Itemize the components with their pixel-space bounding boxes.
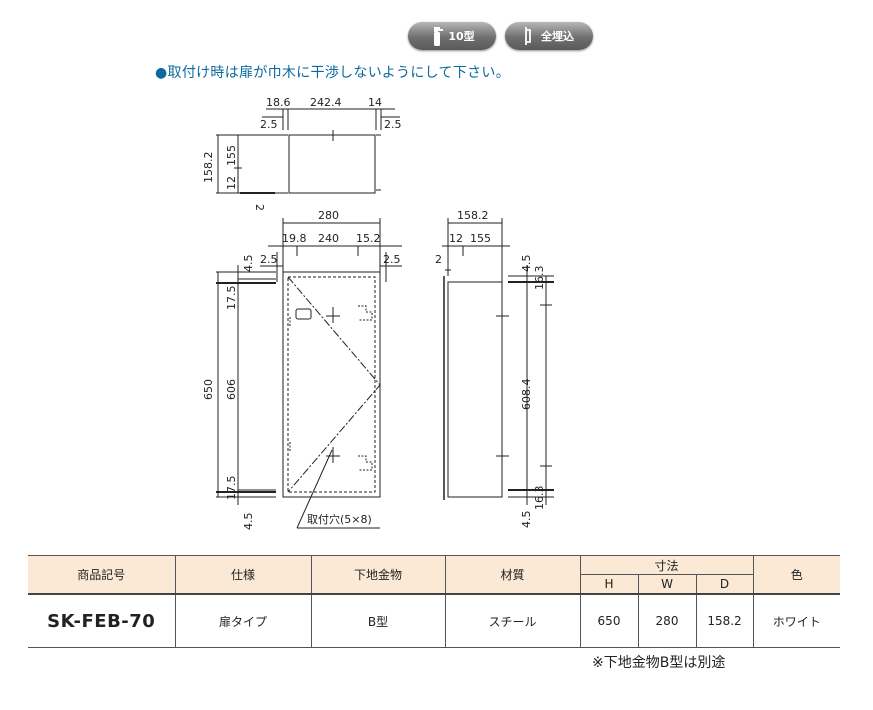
dim-top-depth-frame: 12 — [225, 176, 238, 190]
dim-side-depth-frame: 12 — [449, 232, 463, 245]
dim-top-right: 14 — [368, 96, 382, 109]
dim-front-height-total: 650 — [202, 379, 215, 400]
dim-top-depth-main: 155 — [225, 145, 238, 166]
header-base-hardware: 下地金物 — [310, 555, 446, 594]
cell-spec: 扉タイプ — [174, 593, 312, 648]
cell-product-code: SK-FEB-70 — [28, 593, 176, 648]
recess-box-icon — [525, 27, 531, 45]
dim-top-gap-left: 2.5 — [260, 118, 278, 131]
header-material: 材質 — [444, 555, 581, 594]
header-dimensions: 寸法 — [579, 555, 754, 575]
cell-color: ホワイト — [752, 593, 840, 648]
header-d: D — [695, 574, 754, 594]
badge-label: 10型 — [448, 30, 475, 43]
front-view — [216, 218, 402, 529]
dim-front-height-bottom: 17.5 — [225, 476, 238, 501]
dim-front-edge-top: 4.5 — [242, 255, 255, 273]
installation-note: ●取付け時は扉が巾木に干渉しないようにして下さい。 — [155, 65, 511, 81]
dim-top-gap-right: 2.5 — [384, 118, 402, 131]
dim-front-gap-right: 2.5 — [383, 253, 401, 266]
badge-label: 全埋込 — [541, 30, 574, 43]
badge-size-10: 10型 — [408, 22, 496, 50]
dim-front-height-top: 17.5 — [225, 286, 238, 311]
dim-top-offset: 2 — [253, 204, 266, 211]
table-row: SK-FEB-70 扉タイプ B型 スチール 650 280 158.2 ホワイ… — [28, 593, 840, 648]
cell-w: 280 — [637, 593, 697, 648]
cell-base-hardware: B型 — [310, 593, 446, 648]
dim-top-depth-total: 158.2 — [202, 152, 215, 184]
header-h: H — [579, 574, 639, 594]
dim-side-height-main: 608.4 — [520, 379, 533, 411]
dim-side-edge-top: 4.5 — [520, 255, 533, 273]
cell-material: スチール — [444, 593, 581, 648]
dim-side-frame-bottom: 16.3 — [533, 486, 546, 511]
dim-top-center: 242.4 — [310, 96, 342, 109]
technical-drawing: 18.6 242.4 14 2.5 2.5 158.2 155 12 2 280… — [202, 96, 554, 531]
dim-side-depth-total: 158.2 — [457, 209, 489, 222]
dim-front-width-total: 280 — [318, 209, 339, 222]
badge-full-recess: 全埋込 — [505, 22, 593, 50]
dim-front-height-main: 606 — [225, 379, 238, 400]
dim-side-frame-top: 16.3 — [533, 266, 546, 291]
top-view — [216, 108, 400, 194]
dim-side-depth-main: 155 — [470, 232, 491, 245]
mounting-hole-label: 取付穴(5×8) — [307, 512, 372, 526]
cell-d: 158.2 — [695, 593, 754, 648]
dim-front-width-center: 240 — [318, 232, 339, 245]
header-w: W — [637, 574, 697, 594]
dim-front-width-left: 19.8 — [282, 232, 307, 245]
header-product-code: 商品記号 — [28, 555, 176, 594]
footnote: ※下地金物B型は別途 — [592, 655, 726, 671]
header-color: 色 — [752, 555, 840, 594]
dim-front-gap-left: 2.5 — [260, 253, 278, 266]
header-spec: 仕様 — [174, 555, 312, 594]
side-view — [442, 218, 554, 505]
spec-table: 商品記号 仕様 下地金物 材質 寸法 色 H W D SK-FEB-70 扉タイ… — [28, 555, 840, 648]
dim-side-offset: 2 — [435, 253, 442, 266]
cell-h: 650 — [579, 593, 639, 648]
dim-top-left: 18.6 — [266, 96, 291, 109]
dim-front-edge-bottom: 4.5 — [242, 513, 255, 531]
fire-extinguisher-icon — [434, 27, 444, 46]
dim-side-edge-bottom: 4.5 — [520, 511, 533, 529]
dim-front-width-right: 15.2 — [356, 232, 381, 245]
